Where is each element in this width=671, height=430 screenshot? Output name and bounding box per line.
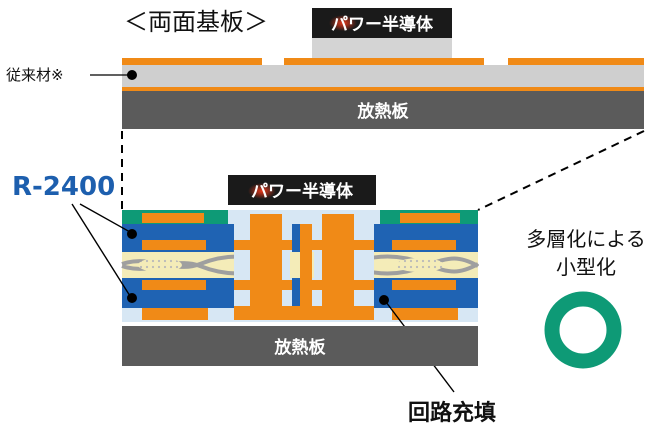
bottom-chip-label: パワー半導体: [251, 181, 354, 202]
via-fill-label: 回路充填: [408, 400, 496, 426]
conventional-material-label: 従来材※: [6, 66, 64, 84]
top-heatsink-label: 放熱板: [357, 101, 410, 122]
multilayer-line1: 多層化による: [526, 227, 645, 251]
top-title: ＜両面基板＞: [124, 8, 268, 36]
top-chip: パワー半導体: [312, 8, 452, 38]
top-copper-right: [508, 58, 644, 65]
bottom-heatsink-label: 放熱板: [274, 337, 327, 358]
zoom-line-right: [477, 130, 645, 211]
bottom-chip: パワー半導体: [228, 175, 376, 205]
top-heatsink: [122, 91, 644, 129]
material-leader-lower: [71, 203, 131, 297]
top-chip-base: [312, 38, 452, 58]
multilayer-line2: 小型化: [556, 255, 616, 279]
miniaturization-ring-icon: [544, 291, 622, 369]
top-substrate-marker: [127, 70, 137, 80]
top-copper-center: [284, 58, 484, 65]
top-chip-label: パワー半導体: [331, 14, 434, 35]
bottom-heatsink: [122, 326, 478, 366]
multilayer-board: [121, 210, 479, 322]
top-copper-bottom: [122, 87, 644, 91]
material-label: R-2400: [12, 172, 115, 202]
top-copper-left: [122, 58, 262, 65]
material-leader-upper: [79, 203, 131, 233]
top-substrate: [122, 65, 644, 87]
